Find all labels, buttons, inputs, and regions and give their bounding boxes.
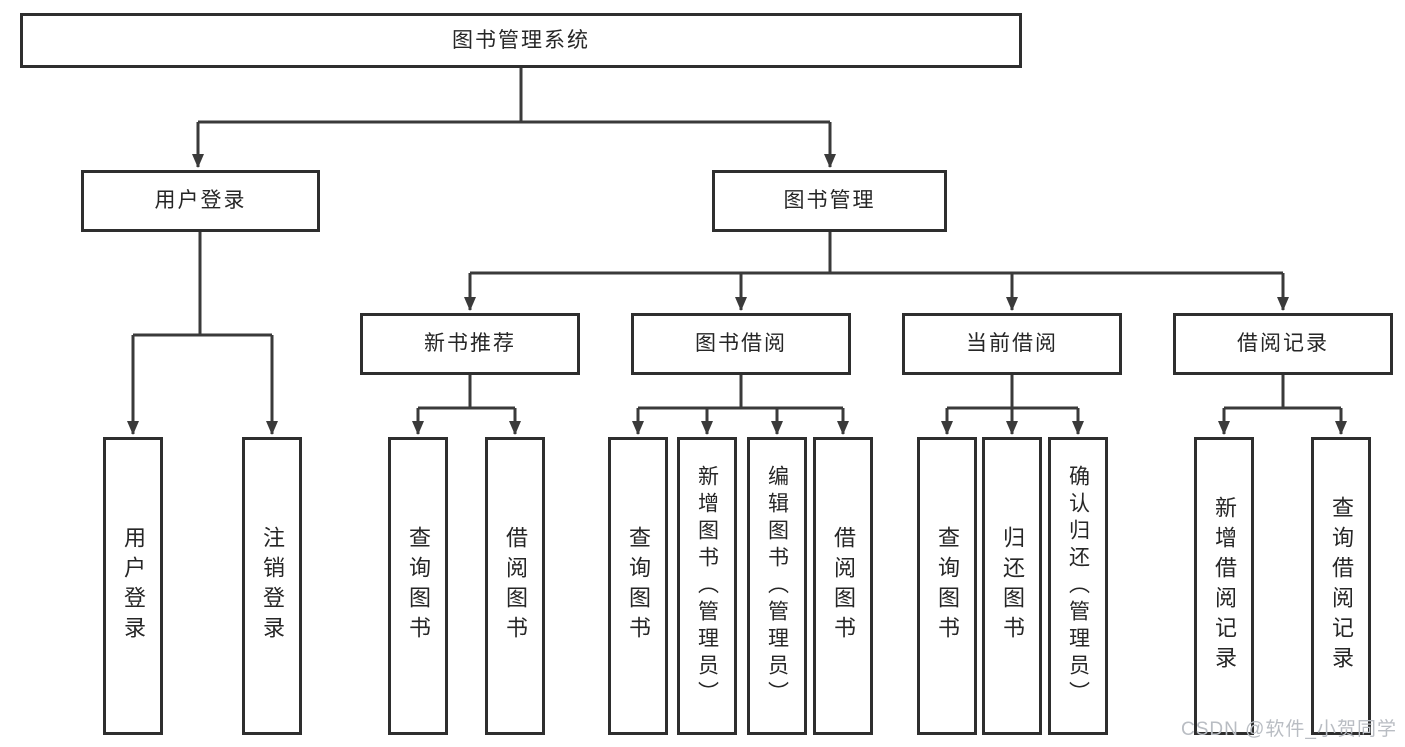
leaf-user-login: 用户登录 — [103, 437, 163, 735]
leaf-query-books-borrow: 查询图书 — [608, 437, 668, 735]
node-user-login: 用户登录 — [81, 170, 320, 232]
node-root-title: 图书管理系统 — [20, 13, 1022, 68]
node-book-management: 图书管理 — [712, 170, 947, 232]
leaf-query-borrow-record: 查询借阅记录 — [1311, 437, 1371, 735]
csdn-watermark: CSDN @软件_小贺同学 — [1181, 719, 1397, 740]
leaf-edit-books-admin: 编辑图书（管理员） — [747, 437, 807, 735]
node-group-book-borrow: 图书借阅 — [631, 313, 851, 375]
leaf-confirm-return-admin: 确认归还（管理员） — [1048, 437, 1108, 735]
leaf-borrow-books: 借阅图书 — [813, 437, 873, 735]
leaf-add-borrow-record: 新增借阅记录 — [1194, 437, 1254, 735]
leaf-query-books-current: 查询图书 — [917, 437, 977, 735]
node-group-current-borrow: 当前借阅 — [902, 313, 1122, 375]
leaf-add-books-admin: 新增图书（管理员） — [677, 437, 737, 735]
node-group-borrow-record: 借阅记录 — [1173, 313, 1393, 375]
leaf-query-books-recommend: 查询图书 — [388, 437, 448, 735]
leaf-logout: 注销登录 — [242, 437, 302, 735]
node-group-new-book-recommend: 新书推荐 — [360, 313, 580, 375]
leaf-borrow-books-recommend: 借阅图书 — [485, 437, 545, 735]
leaf-return-books: 归还图书 — [982, 437, 1042, 735]
